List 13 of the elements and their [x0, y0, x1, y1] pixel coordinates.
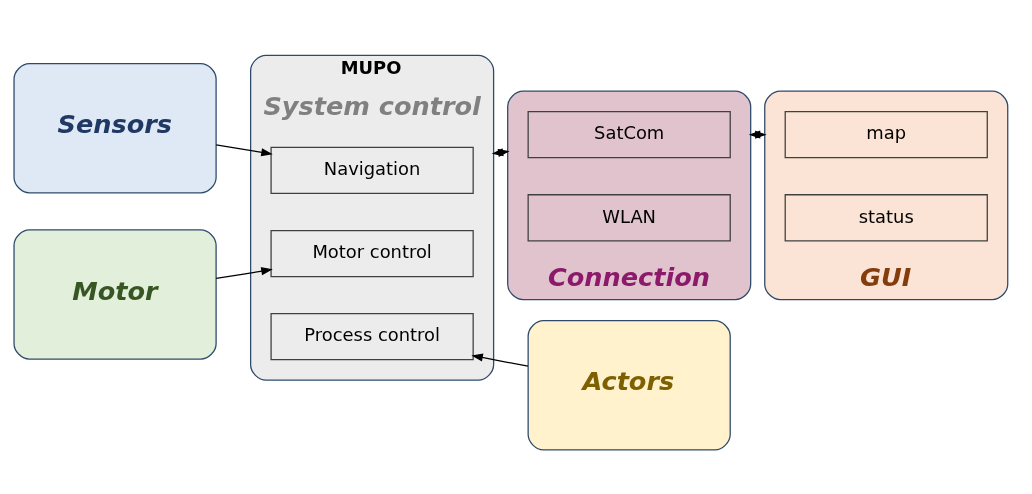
node-box: Sensors	[13, 62, 217, 193]
node-box: Motor control	[270, 229, 474, 277]
node-box: WLAN	[527, 193, 731, 241]
node-box: SatCom	[527, 110, 731, 158]
node-box: map	[784, 110, 988, 158]
node-box: Actors	[527, 319, 731, 450]
arrow	[471, 353, 529, 367]
arrow	[215, 266, 273, 279]
node-box: status	[784, 193, 988, 241]
node-box: Navigation	[270, 146, 474, 194]
arrow	[215, 143, 273, 156]
node-box: Motor	[13, 228, 217, 360]
node-box: Process control	[270, 312, 474, 360]
